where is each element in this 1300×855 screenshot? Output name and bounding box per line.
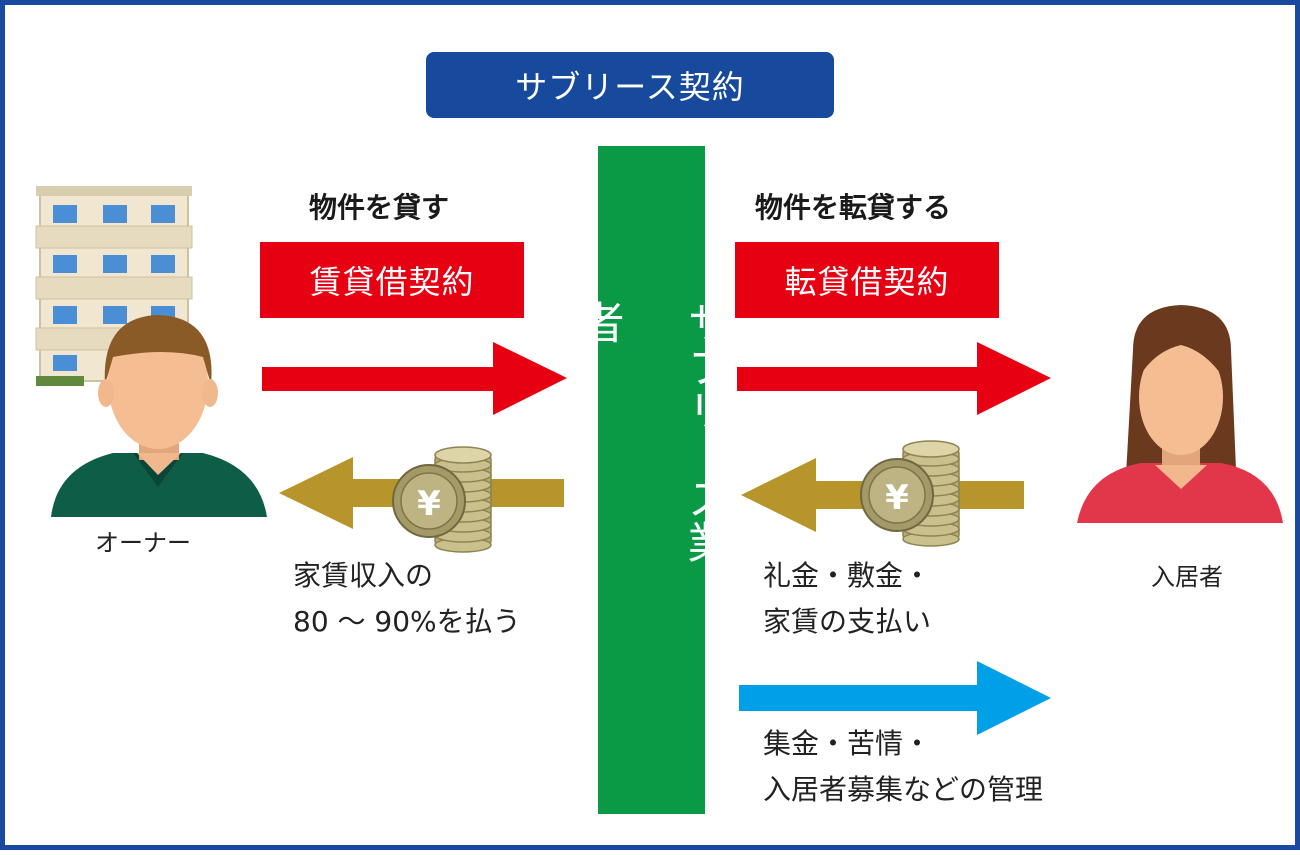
management-arrow [739,661,1051,735]
sublease-company-label: サブリース業者 [572,300,731,564]
coin-stack-icon [860,440,960,547]
sublease-arrow [737,342,1051,415]
tenant-icon [1077,305,1283,523]
sublease-contract-box: 転貸借契約 [735,242,999,318]
right-caption: 物件を転貸する [755,191,952,224]
lease-arrow-left [262,342,567,415]
owner-payment-line2: 80 ～ 90%を払う [293,605,521,638]
tenant-label: 入居者 [1151,563,1223,591]
owner-payment-line1: 家賃収入の [293,559,434,592]
sublease-company-bar [598,146,705,814]
tenant-payment-line1: 礼金・敷金・ [763,559,932,592]
diagram-title: サブリース契約 [426,52,834,118]
owner-icon [51,315,267,517]
lease-contract-box: 賃貸借契約 [260,242,524,318]
owner-label: オーナー [95,529,191,557]
coin-stack-icon [392,446,492,553]
yen-symbol: ¥ [417,484,441,524]
tenant-payment-line2: 家賃の支払い [763,605,932,638]
diagram-art: ¥ ¥ [35,186,1283,735]
management-line2: 入居者募集などの管理 [763,773,1044,806]
building-icon [35,186,193,386]
left-caption: 物件を貸す [309,191,450,224]
yen-symbol: ¥ [885,478,909,518]
management-line1: 集金・苦情・ [763,727,932,760]
